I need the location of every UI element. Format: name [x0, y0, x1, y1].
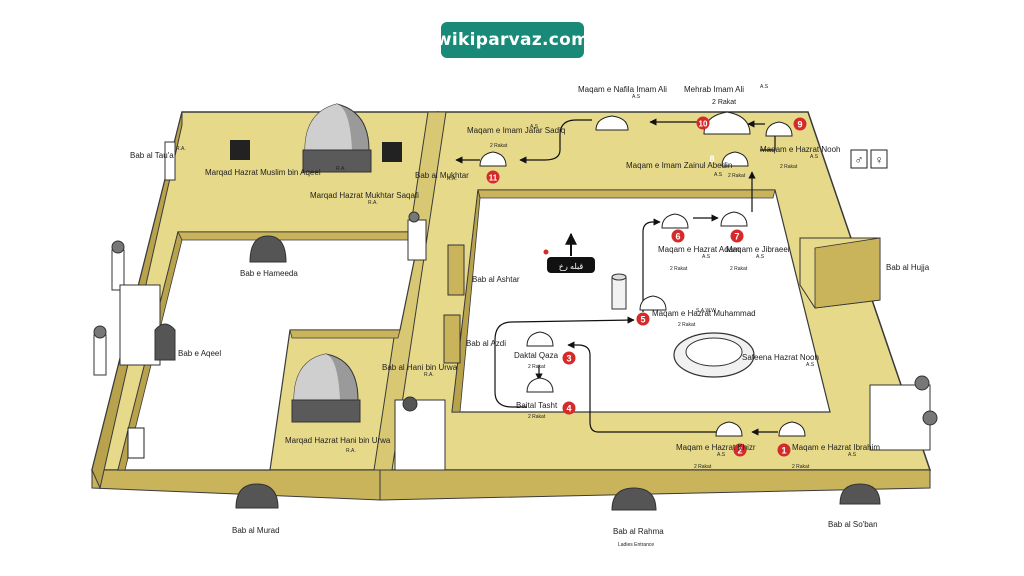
- marker-11: 11: [489, 174, 498, 183]
- station-4-label: Baital Tasht: [516, 401, 558, 410]
- ashtar-pillar: [447, 244, 465, 296]
- svg-text:2 Rakat: 2 Rakat: [712, 99, 736, 106]
- station-5-label: Maqam e Hazrat Muhammad: [652, 309, 756, 318]
- marker-4: 4: [566, 404, 571, 414]
- safeena-label: Safeena Hazrat Nooh: [742, 353, 819, 362]
- svg-text:2 Rakat: 2 Rakat: [678, 322, 696, 328]
- svg-text:A.S: A.S: [717, 452, 726, 458]
- shrine-hani-label: Marqad Hazrat Hani bin Urwa: [285, 436, 391, 445]
- svg-text:R.A.: R.A.: [368, 200, 378, 206]
- svg-text:A.S: A.S: [848, 452, 857, 458]
- svg-text:♀: ♀: [875, 153, 884, 167]
- restroom-icon-left: [127, 427, 145, 459]
- svg-text:S.A.W.W: S.A.W.W: [696, 308, 716, 314]
- nafila-label: Maqam e Nafila Imam Ali: [578, 85, 667, 94]
- taua-gate-block: [164, 141, 176, 181]
- main-courtyard: [451, 189, 831, 413]
- muslim-tomb-marker-right: [382, 142, 402, 162]
- soban-arch: [839, 483, 881, 505]
- svg-text:R.A.: R.A.: [424, 372, 434, 378]
- hameeda-arch: [249, 235, 287, 263]
- marker-10: 10: [699, 120, 708, 129]
- svg-text:A.S: A.S: [756, 254, 765, 260]
- marker-3: 3: [566, 354, 571, 364]
- minaret-right: [869, 375, 938, 451]
- gate-rahma-note: Ladies Entrance: [618, 542, 654, 548]
- gate-mukhtar-label: Bab al Mukhtar: [415, 171, 469, 180]
- svg-text:A.S: A.S: [760, 84, 769, 90]
- svg-text:2 Rakat: 2 Rakat: [792, 464, 810, 470]
- svg-text:2 Rakat: 2 Rakat: [490, 143, 508, 149]
- qibla-box: [547, 257, 595, 273]
- muslim-tomb-marker-left: [230, 140, 250, 160]
- marker-8: 8: [709, 154, 714, 164]
- hani-dome: [291, 353, 361, 423]
- svg-text:A.S: A.S: [530, 124, 539, 130]
- aqeel-arch: [154, 323, 176, 361]
- shrine-mukhtar-label: Marqad Hazrat Mukhtar Saqafi: [310, 191, 419, 200]
- small-tower-center: [407, 211, 427, 261]
- minaret-left-top: [111, 240, 161, 366]
- courtyard-column: [611, 276, 627, 310]
- svg-text:A.S: A.S: [806, 362, 815, 368]
- minaret-left-bottom: [93, 325, 107, 376]
- azdi-pillar: [443, 314, 461, 364]
- gate-aqeel-label: Bab e Aqeel: [178, 349, 221, 358]
- station-markers: 1 2 3 4 5 6 7 8 9 10 11: [486, 116, 807, 457]
- svg-text:A.S: A.S: [810, 154, 819, 160]
- marker-2: 2: [737, 446, 742, 456]
- station-1-label: Maqam e Hazrat Ibrahim: [792, 443, 880, 452]
- maqam-icons: [479, 111, 806, 437]
- marker-7: 7: [734, 232, 739, 242]
- marker-1: 1: [781, 446, 786, 456]
- gate-hujja-label: Bab al Hujja: [886, 263, 930, 272]
- svg-text:2 Rakat: 2 Rakat: [780, 164, 798, 170]
- svg-text:A.S: A.S: [714, 172, 723, 178]
- gate-soban-label: Bab al So'ban: [828, 520, 878, 529]
- station-3-label: Daktal Qaza: [514, 351, 559, 360]
- gate-ashtar-label: Bab al Ashtar: [472, 275, 520, 284]
- mukhtar-dome: [302, 103, 372, 173]
- svg-text:R.A.: R.A.: [176, 146, 186, 152]
- svg-text:R.A.: R.A.: [336, 166, 346, 172]
- svg-text:R.A.: R.A.: [346, 448, 356, 454]
- svg-text:2 Rakat: 2 Rakat: [528, 414, 546, 420]
- svg-text:2 Rakat: 2 Rakat: [528, 364, 546, 370]
- marker-5: 5: [640, 315, 645, 325]
- marker-6: 6: [675, 232, 680, 242]
- station-10-label: Mehrab Imam Ali: [684, 85, 744, 94]
- svg-text:R.A.: R.A.: [447, 176, 457, 182]
- minaret-center: [394, 396, 446, 471]
- station-11-label: Maqam e Imam Jafar Sadiq: [467, 126, 565, 135]
- gate-hani-label: Bab al Hani bin Urwa: [382, 363, 458, 372]
- svg-text:2 Rakat: 2 Rakat: [670, 266, 688, 272]
- svg-text:2 Rakat: 2 Rakat: [728, 173, 746, 179]
- gate-azdi-label: Bab al Azdi: [466, 339, 506, 348]
- station-8-label: Maqam e Imam Zainul Abedin: [626, 161, 732, 170]
- station-2-label: Maqam e Hazrat Khizr: [676, 443, 756, 452]
- rahma-arch: [611, 487, 657, 511]
- svg-text:2 Rakat: 2 Rakat: [730, 266, 748, 272]
- ziyarat-route: [455, 118, 779, 436]
- wikiparvaz-badge[interactable]: wikiparvaz.com: [436, 22, 589, 58]
- gate-hameeda-label: Bab e Hameeda: [240, 269, 298, 278]
- qibla-label: قبله رخ: [559, 262, 584, 271]
- svg-text:2 Rakat: 2 Rakat: [694, 464, 712, 470]
- female-restroom-icon: [870, 149, 888, 169]
- svg-text:A.S: A.S: [702, 254, 711, 260]
- gate-rahma-label: Bab al Rahma: [613, 527, 664, 536]
- svg-text:A.S: A.S: [632, 94, 641, 100]
- marker-9: 9: [797, 120, 802, 130]
- murad-arch: [235, 483, 279, 509]
- gate-taua-label: Bab al Tau'a: [130, 151, 174, 160]
- station-7-label: Maqam e Jibraeel: [726, 245, 790, 254]
- svg-text:♂: ♂: [855, 153, 864, 167]
- shrine-muslim-label: Marqad Hazrat Muslim bin Aqeel: [205, 168, 321, 177]
- station-9-label: Maqam e Hazrat Nooh: [760, 145, 840, 154]
- gate-murad-label: Bab al Murad: [232, 526, 280, 535]
- male-restroom-icon: [850, 149, 868, 169]
- station-6-label: Maqam e Hazrat Adam: [658, 245, 740, 254]
